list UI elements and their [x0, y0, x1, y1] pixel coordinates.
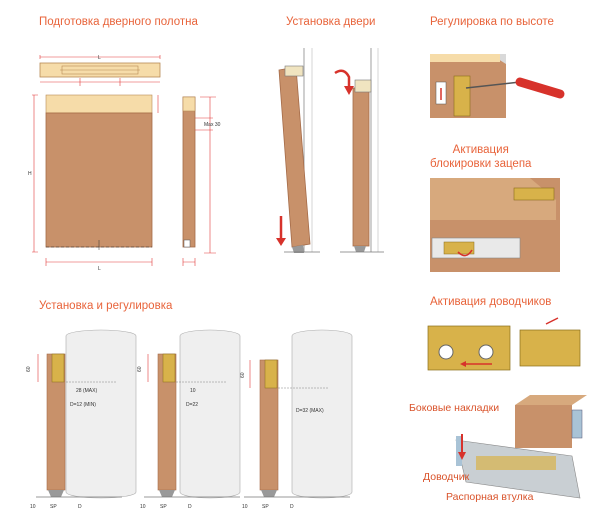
- d-label-2: D: [188, 504, 192, 510]
- title-height-adjust: Регулировка по высоте: [430, 16, 554, 28]
- d2-d-label: D=22: [186, 402, 198, 408]
- max30-label: Max 30: [204, 122, 221, 128]
- title-door-prep: Подготовка дверного полотна: [39, 16, 198, 28]
- install-detail-3: [244, 329, 353, 499]
- sp-label-2: SP: [160, 504, 167, 510]
- sp-label-3: SP: [262, 504, 269, 510]
- title-closer-activation: Активация доводчиков: [430, 296, 552, 308]
- install-detail-2: [144, 329, 241, 499]
- label-side-covers: Боковые накладки: [409, 402, 500, 414]
- d3-max-label: D=32 (MAX): [296, 408, 324, 414]
- d2-val-label: 10: [190, 388, 196, 394]
- ten-label-1: 10: [30, 504, 36, 510]
- title-latch-activation: Активация блокировки зацепа: [430, 144, 532, 170]
- length-label-bottom: L: [98, 266, 101, 272]
- door-install-tilted: [276, 48, 320, 253]
- door-install-straight: [334, 48, 384, 253]
- title-install-adjust: Установка и регулировка: [39, 300, 173, 312]
- sp-label-1: SP: [50, 504, 57, 510]
- install-detail-1: [36, 329, 137, 499]
- title-door-install: Установка двери: [286, 16, 376, 28]
- length-label-top: L: [98, 55, 101, 61]
- side-covers-illustration: [455, 395, 587, 499]
- d1-max-label: 28 (MAX): [76, 388, 97, 394]
- label-spacer-sleeve: Распорная втулка: [446, 491, 534, 503]
- closer-activation-illustration: [427, 317, 581, 371]
- height-adjust-illustration: [430, 54, 565, 118]
- latch-activation-illustration: [430, 178, 560, 272]
- h60-label-3: 60: [240, 372, 246, 378]
- door-prep-side-view: [182, 96, 216, 266]
- d1-min-label: D=12 (MIN): [70, 402, 96, 408]
- d-label-1: D: [78, 504, 82, 510]
- label-closer: Доводчик: [423, 471, 470, 483]
- h60-label-1: 60: [26, 366, 32, 372]
- d-label-3: D: [290, 504, 294, 510]
- door-prep-top-view: [39, 55, 161, 86]
- door-prep-front-view: [32, 94, 159, 266]
- height-label: H: [28, 171, 32, 177]
- ten-label-3: 10: [242, 504, 248, 510]
- ten-label-2: 10: [140, 504, 146, 510]
- h60-label-2: 60: [137, 366, 143, 372]
